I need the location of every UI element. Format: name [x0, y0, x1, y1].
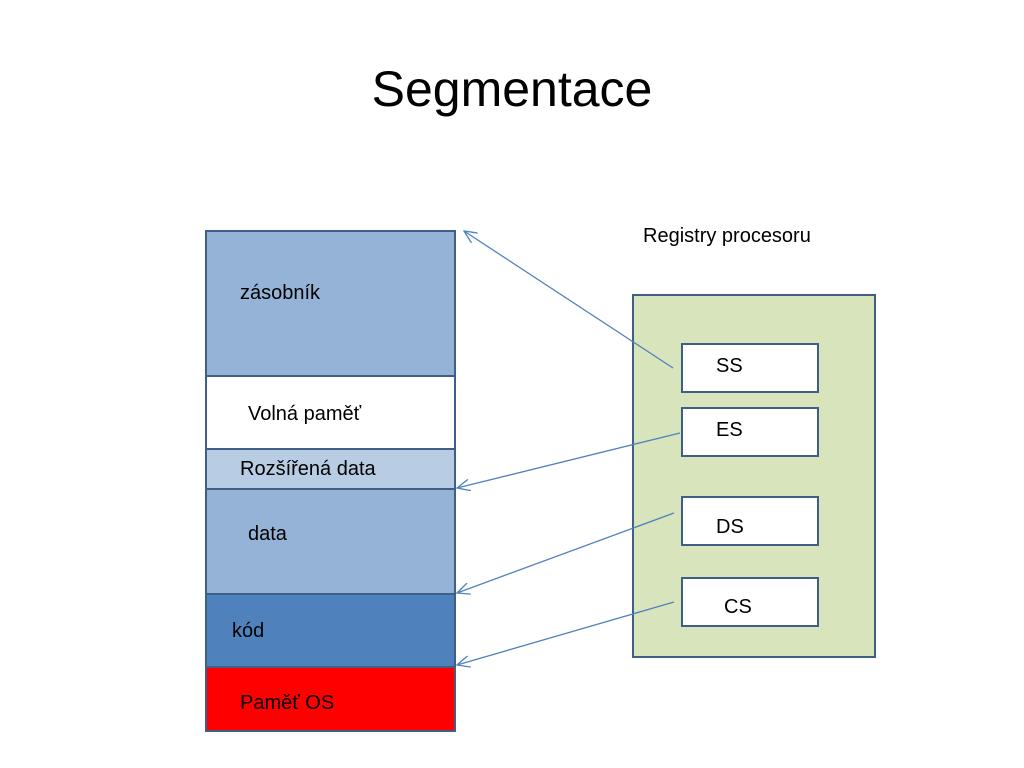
segment-os-memory-label: Paměť OS — [240, 692, 335, 714]
register-ss: SS — [681, 343, 819, 393]
segment-free-memory: Volná paměť — [205, 375, 456, 450]
register-ds: DS — [681, 496, 819, 546]
slide-title: Segmentace — [371, 61, 653, 117]
segment-stack: zásobník — [205, 230, 456, 377]
segment-stack-label: zásobník — [240, 282, 321, 304]
register-cs-label: CS — [724, 596, 752, 618]
register-es: ES — [681, 407, 819, 457]
segment-os-memory: Paměť OS — [205, 666, 456, 732]
registers-heading: Registry procesoru — [643, 225, 811, 247]
segment-code-label: kód — [232, 620, 265, 642]
register-cs: CS — [681, 577, 819, 627]
segment-data-label: data — [248, 523, 287, 545]
registers-panel: SS ES DS CS — [632, 294, 876, 658]
segment-free-memory-label: Volná paměť — [248, 403, 362, 425]
segment-data: data — [205, 488, 456, 595]
segment-extended-data-label: Rozšířená data — [240, 458, 376, 480]
register-es-label: ES — [716, 419, 743, 441]
segment-extended-data: Rozšířená data — [205, 448, 456, 490]
register-ds-label: DS — [716, 516, 744, 538]
register-ss-label: SS — [716, 355, 743, 377]
segment-code: kód — [205, 593, 456, 668]
